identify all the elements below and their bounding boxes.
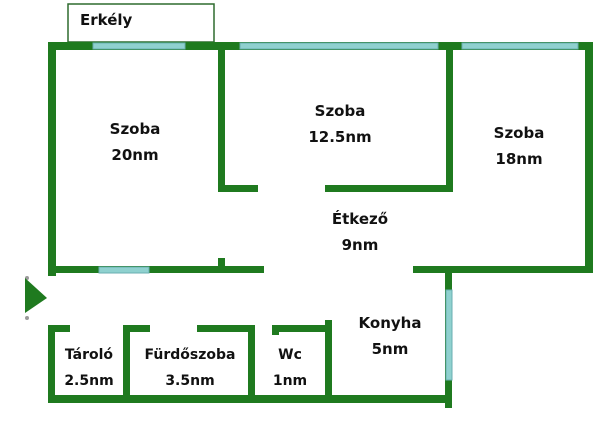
room-furdoszoba: Fürdőszoba 3.5nm [145,347,236,389]
room-szoba-3: Szoba 18nm [494,124,545,168]
window-konyha [445,289,453,381]
room-area: 9nm [342,236,379,254]
room-wc: Wc 1nm [273,347,307,389]
room-name: Fürdőszoba [145,347,236,363]
room-area: 18nm [495,150,542,168]
balcony-label: Erkély [80,11,133,29]
room-etkezo: Étkező 9nm [332,209,388,254]
room-area: 3.5nm [165,373,214,389]
window-szoba-3 [461,42,579,50]
room-name: Wc [278,347,302,363]
entrance-arrow-icon [25,276,47,320]
room-name: Szoba [315,102,366,120]
room-konyha: Konyha 5nm [359,314,422,358]
windows [92,42,579,381]
room-name: Szoba [494,124,545,142]
room-name: Konyha [359,314,422,332]
window-szoba-1 [92,42,186,50]
room-area: 12.5nm [308,128,371,146]
room-area: 20nm [111,146,158,164]
window-corridor [98,266,150,274]
room-area: 2.5nm [64,373,113,389]
room-szoba-2: Szoba 12.5nm [308,102,371,146]
balcony-outline [67,3,215,43]
room-name: Étkező [332,209,388,228]
room-szoba-1: Szoba 20nm [110,120,161,164]
room-tarolo: Tároló 2.5nm [64,347,113,389]
room-area: 5nm [372,340,409,358]
window-szoba-2 [239,42,439,50]
room-name: Szoba [110,120,161,138]
room-name: Tároló [65,347,114,363]
room-area: 1nm [273,373,307,389]
